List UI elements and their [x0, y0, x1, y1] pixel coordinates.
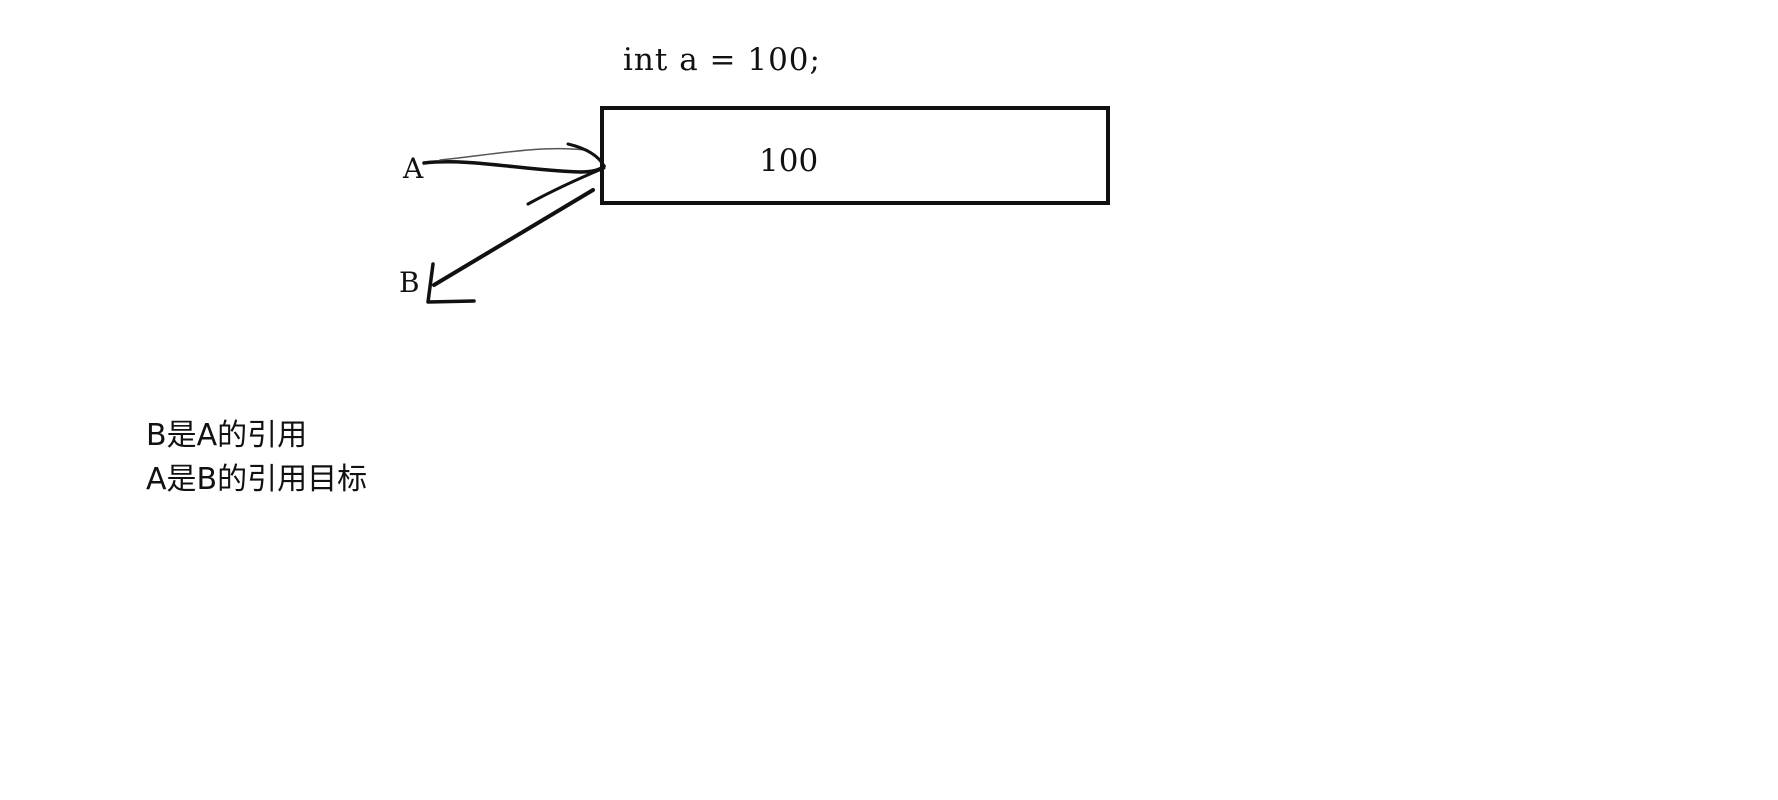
variable-label-a: A — [403, 152, 424, 185]
note-b-references-a: B是A的引用 — [146, 418, 308, 453]
arrow-a-to-box — [422, 160, 606, 174]
code-declaration: int a = 100; — [623, 42, 821, 78]
note-a-is-target: A是B的引用目标 — [146, 462, 368, 497]
arrowhead-b — [426, 262, 476, 304]
memory-cell-box — [600, 106, 1110, 205]
arrowhead-a-lower — [526, 166, 606, 206]
arrow-a-faint-stroke — [439, 147, 586, 161]
memory-cell-value: 100 — [759, 143, 819, 179]
arrow-box-to-b — [432, 188, 595, 287]
variable-label-b: B — [399, 266, 420, 299]
arrowhead-a-upper — [566, 142, 606, 168]
